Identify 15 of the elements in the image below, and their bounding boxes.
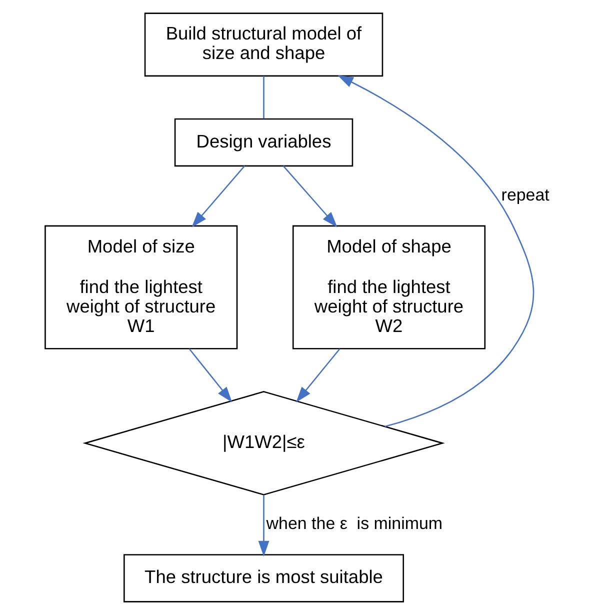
node-box: Model of size find the lightest weight of structure W1 <box>44 225 238 350</box>
arrow <box>282 166 337 228</box>
edge-label: when the ε is minimum <box>266 514 442 534</box>
connector <box>262 76 264 118</box>
node-diamond: |W1W2|≤ε <box>82 390 444 496</box>
arrow <box>188 348 232 402</box>
node-box: Model of shape find the lightest weight of structure W2 <box>292 225 486 350</box>
edge-label: repeat <box>500 185 549 204</box>
arrow <box>258 494 269 557</box>
node-box: The structure is most suitable <box>123 554 404 602</box>
node-box: Build structural model of size and shape <box>144 12 383 77</box>
arrow <box>337 75 534 428</box>
arrow <box>191 166 245 228</box>
arrow <box>296 348 340 402</box>
node-box: Design variables <box>174 118 353 167</box>
